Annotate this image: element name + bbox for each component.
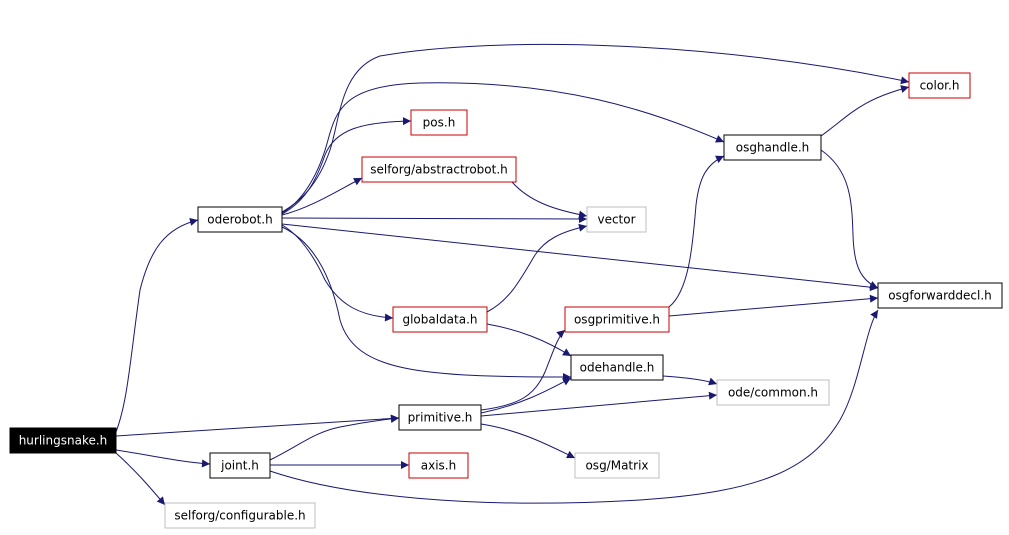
node-label-osghandle: osghandle.h (736, 141, 810, 155)
node-joint[interactable]: joint.h (209, 452, 271, 479)
node-box-odehandle[interactable] (570, 354, 664, 381)
node-label-odehandle: odehandle.h (580, 361, 655, 375)
node-box-osgprimitive[interactable] (564, 306, 670, 333)
node-label-globaldata: globaldata.h (402, 313, 477, 327)
node-box-pos[interactable] (410, 109, 468, 136)
node-label-configurable: selforg/configurable.h (174, 509, 305, 523)
node-label-pos: pos.h (423, 116, 456, 130)
node-odecommon[interactable]: ode/common.h (716, 379, 830, 406)
node-vector[interactable]: vector (586, 206, 647, 233)
node-label-odecommon: ode/common.h (728, 386, 818, 400)
edge-globaldata-to-vector (486, 223, 588, 313)
edge-osghandle-to-color (820, 85, 910, 137)
node-color[interactable]: color.h (908, 72, 971, 99)
node-label-axis: axis.h (421, 459, 456, 473)
edge-oderobot-to-color (281, 43, 910, 213)
edge-abstractrobot-to-vector (511, 181, 588, 219)
node-osgprimitive[interactable]: osgprimitive.h (564, 306, 670, 333)
node-box-osgforwarddecl[interactable] (877, 282, 1003, 309)
node-primitive[interactable]: primitive.h (398, 404, 482, 431)
node-box-globaldata[interactable] (392, 306, 488, 333)
edge-primitive-to-osgmatrix (480, 423, 576, 459)
edge-hurlingsnake-to-joint (115, 449, 211, 468)
node-label-primitive: primitive.h (408, 411, 473, 425)
node-label-osgforwarddecl: osgforwarddecl.h (888, 289, 992, 303)
node-box-color[interactable] (908, 72, 971, 99)
node-label-color: color.h (920, 79, 960, 93)
node-hurlingsnake[interactable]: hurlingsnake.h (9, 427, 117, 454)
node-label-osgmatrix: osg/Matrix (585, 459, 648, 473)
node-odehandle[interactable]: odehandle.h (570, 354, 664, 381)
edge-oderobot-to-pos (281, 117, 412, 215)
edge-hurlingsnake-to-primitive (115, 414, 400, 437)
edge-primitive-to-osgprimitive (480, 329, 566, 411)
edges-layer (115, 43, 910, 506)
node-axis[interactable]: axis.h (408, 452, 469, 479)
node-box-configurable[interactable] (164, 502, 316, 529)
node-osgmatrix[interactable]: osg/Matrix (574, 452, 660, 479)
node-label-joint: joint.h (220, 459, 259, 473)
edge-globaldata-to-odehandle (486, 323, 572, 357)
edge-oderobot-to-odehandle (281, 226, 572, 381)
node-label-vector: vector (597, 213, 635, 227)
edge-hurlingsnake-to-oderobot (115, 218, 199, 433)
edge-joint-to-osgforwarddecl (269, 309, 879, 504)
node-label-abstractrobot: selforg/abstractrobot.h (370, 163, 508, 177)
node-label-osgprimitive: osgprimitive.h (574, 313, 660, 327)
edge-primitive-to-odecommon (480, 391, 718, 417)
node-box-osghandle[interactable] (723, 134, 822, 161)
node-label-hurlingsnake: hurlingsnake.h (19, 434, 108, 448)
edge-osgprimitive-to-osghandle (668, 155, 725, 308)
node-osgforwarddecl[interactable]: osgforwarddecl.h (877, 282, 1003, 309)
edge-osgprimitive-to-osgforwarddecl (668, 294, 879, 317)
node-oderobot[interactable]: oderobot.h (197, 206, 283, 233)
edge-oderobot-to-vector (281, 214, 588, 223)
edge-oderobot-to-abstractrobot (281, 177, 363, 216)
node-box-oderobot[interactable] (197, 206, 283, 233)
node-osghandle[interactable]: osghandle.h (723, 134, 822, 161)
node-configurable[interactable]: selforg/configurable.h (164, 502, 316, 529)
node-abstractrobot[interactable]: selforg/abstractrobot.h (361, 156, 517, 183)
edge-odehandle-to-odecommon (662, 375, 718, 386)
edge-joint-to-primitive (269, 414, 400, 461)
node-box-osgmatrix[interactable] (574, 452, 660, 479)
edge-hurlingsnake-to-configurable (115, 452, 166, 506)
node-box-hurlingsnake[interactable] (9, 427, 117, 454)
node-pos[interactable]: pos.h (410, 109, 468, 136)
edge-primitive-to-odehandle (480, 377, 572, 414)
node-box-abstractrobot[interactable] (361, 156, 517, 183)
node-box-vector[interactable] (586, 206, 647, 233)
edge-oderobot-to-osghandle (281, 82, 725, 214)
node-box-axis[interactable] (408, 452, 469, 479)
edge-oderobot-to-globaldata (281, 224, 394, 322)
node-box-joint[interactable] (209, 452, 271, 479)
node-globaldata[interactable]: globaldata.h (392, 306, 488, 333)
nodes-layer: hurlingsnake.h oderobot.h pos.h selforg/abs… (9, 72, 1003, 529)
node-box-odecommon[interactable] (716, 379, 830, 406)
edge-oderobot-to-osgforwarddecl (281, 223, 879, 292)
node-box-primitive[interactable] (398, 404, 482, 431)
edge-osghandle-to-osgforwarddecl (820, 149, 879, 289)
node-label-oderobot: oderobot.h (207, 213, 272, 227)
